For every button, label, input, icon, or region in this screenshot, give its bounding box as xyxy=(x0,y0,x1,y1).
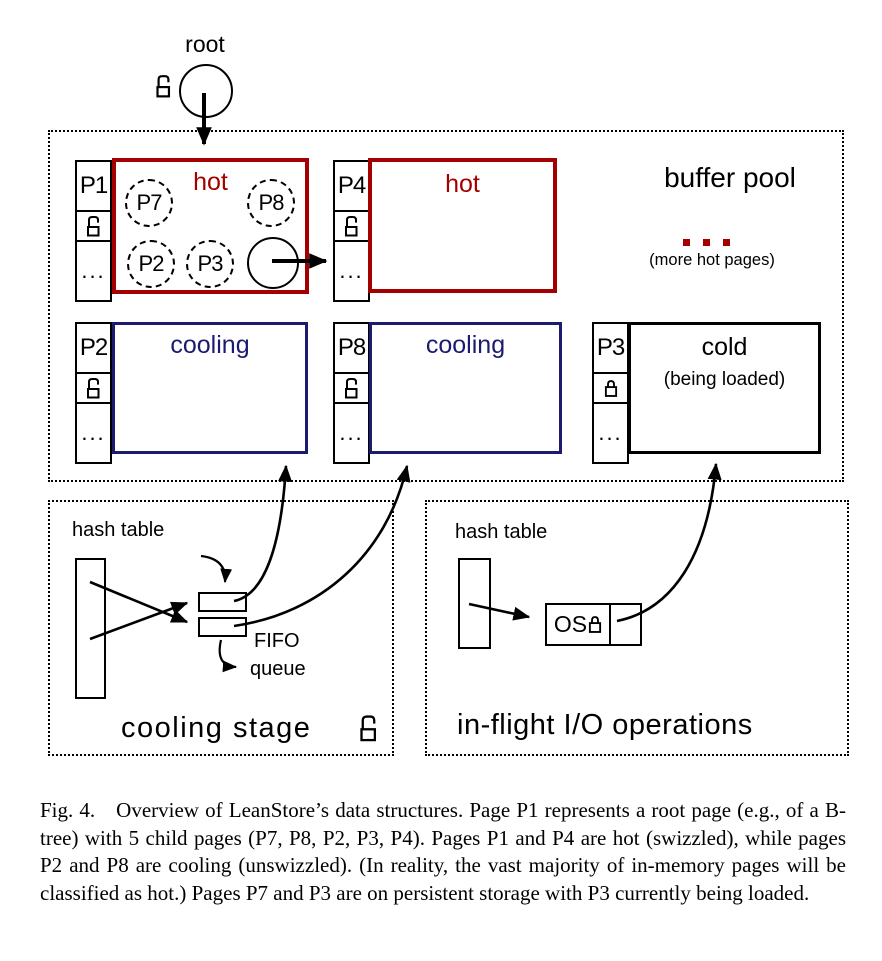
page-id: P4 xyxy=(333,160,370,212)
child-page-p3: P3 xyxy=(186,240,234,288)
page-id: P2 xyxy=(75,322,112,374)
os-label: OS xyxy=(553,611,588,637)
fifo-label-line1: FIFO xyxy=(254,630,300,652)
unlocked-icon xyxy=(75,209,112,243)
page-p2-header: P2 ... xyxy=(75,322,112,464)
unlocked-icon xyxy=(156,75,171,98)
child-page-p8: P8 xyxy=(247,179,295,227)
page-p1-header: P1 ... xyxy=(75,160,112,302)
page-state: cooling xyxy=(425,331,506,359)
cooling-stage-frame xyxy=(48,500,394,756)
page-state: hot xyxy=(445,170,480,198)
cooling-hash-table-label: hash table xyxy=(72,519,165,541)
page-dots: ... xyxy=(75,240,112,302)
unlocked-icon xyxy=(75,371,112,405)
page-id: P8 xyxy=(333,322,370,374)
buffer-pool-frame xyxy=(48,130,844,482)
unlocked-icon xyxy=(360,715,377,742)
root-label: root xyxy=(185,31,225,57)
io-hash-table-label: hash table xyxy=(455,521,548,543)
locked-icon xyxy=(589,616,602,633)
page-p1-box: hot P7 P8 P2 P3 xyxy=(112,158,309,294)
io-hash-table xyxy=(458,558,491,649)
fifo-label-line2: queue xyxy=(250,658,306,680)
page-p3-header: P3 ... xyxy=(592,322,629,464)
page-p8-box: cooling xyxy=(369,322,562,454)
unlocked-icon xyxy=(333,209,370,243)
cooling-stage-title: cooling stage xyxy=(121,712,312,744)
figure-caption: Fig. 4. Overview of LeanStore’s data str… xyxy=(40,798,846,905)
swizzled-pointer-circle xyxy=(247,237,299,289)
page-id: P3 xyxy=(592,322,629,374)
page-note: (being loaded) xyxy=(663,369,786,390)
more-pages-note: (more hot pages) xyxy=(649,251,775,269)
page-p8-header: P8 ... xyxy=(333,322,370,464)
page-state: hot xyxy=(193,168,228,196)
page-dots: ... xyxy=(75,402,112,464)
page-state: cooling xyxy=(170,331,250,359)
page-p3-box: cold (being loaded) xyxy=(628,322,821,454)
root-node-circle xyxy=(179,64,233,118)
locked-icon xyxy=(592,371,629,405)
more-pages-ellipsis-icon xyxy=(683,239,730,246)
page-dots: ... xyxy=(333,240,370,302)
io-frame-entry: OS xyxy=(545,603,642,646)
cooling-hash-table xyxy=(75,558,106,699)
fifo-entry-1 xyxy=(198,592,247,612)
fifo-entry-2 xyxy=(198,617,247,637)
buffer-pool-title: buffer pool xyxy=(664,162,796,193)
unlocked-icon xyxy=(333,371,370,405)
page-dots: ... xyxy=(333,402,370,464)
page-dots: ... xyxy=(592,402,629,464)
page-p4-box: hot xyxy=(368,158,557,293)
os-cell: OS xyxy=(547,605,611,644)
page-p2-box: cooling xyxy=(112,322,308,454)
in-flight-title: in-flight I/O operations xyxy=(457,709,753,741)
child-page-p2: P2 xyxy=(127,240,175,288)
page-id: P1 xyxy=(75,160,112,212)
os-pointer-cell xyxy=(611,605,640,644)
child-page-p7: P7 xyxy=(125,179,173,227)
page-state: cold xyxy=(701,333,748,361)
page-p4-header: P4 ... xyxy=(333,160,370,302)
